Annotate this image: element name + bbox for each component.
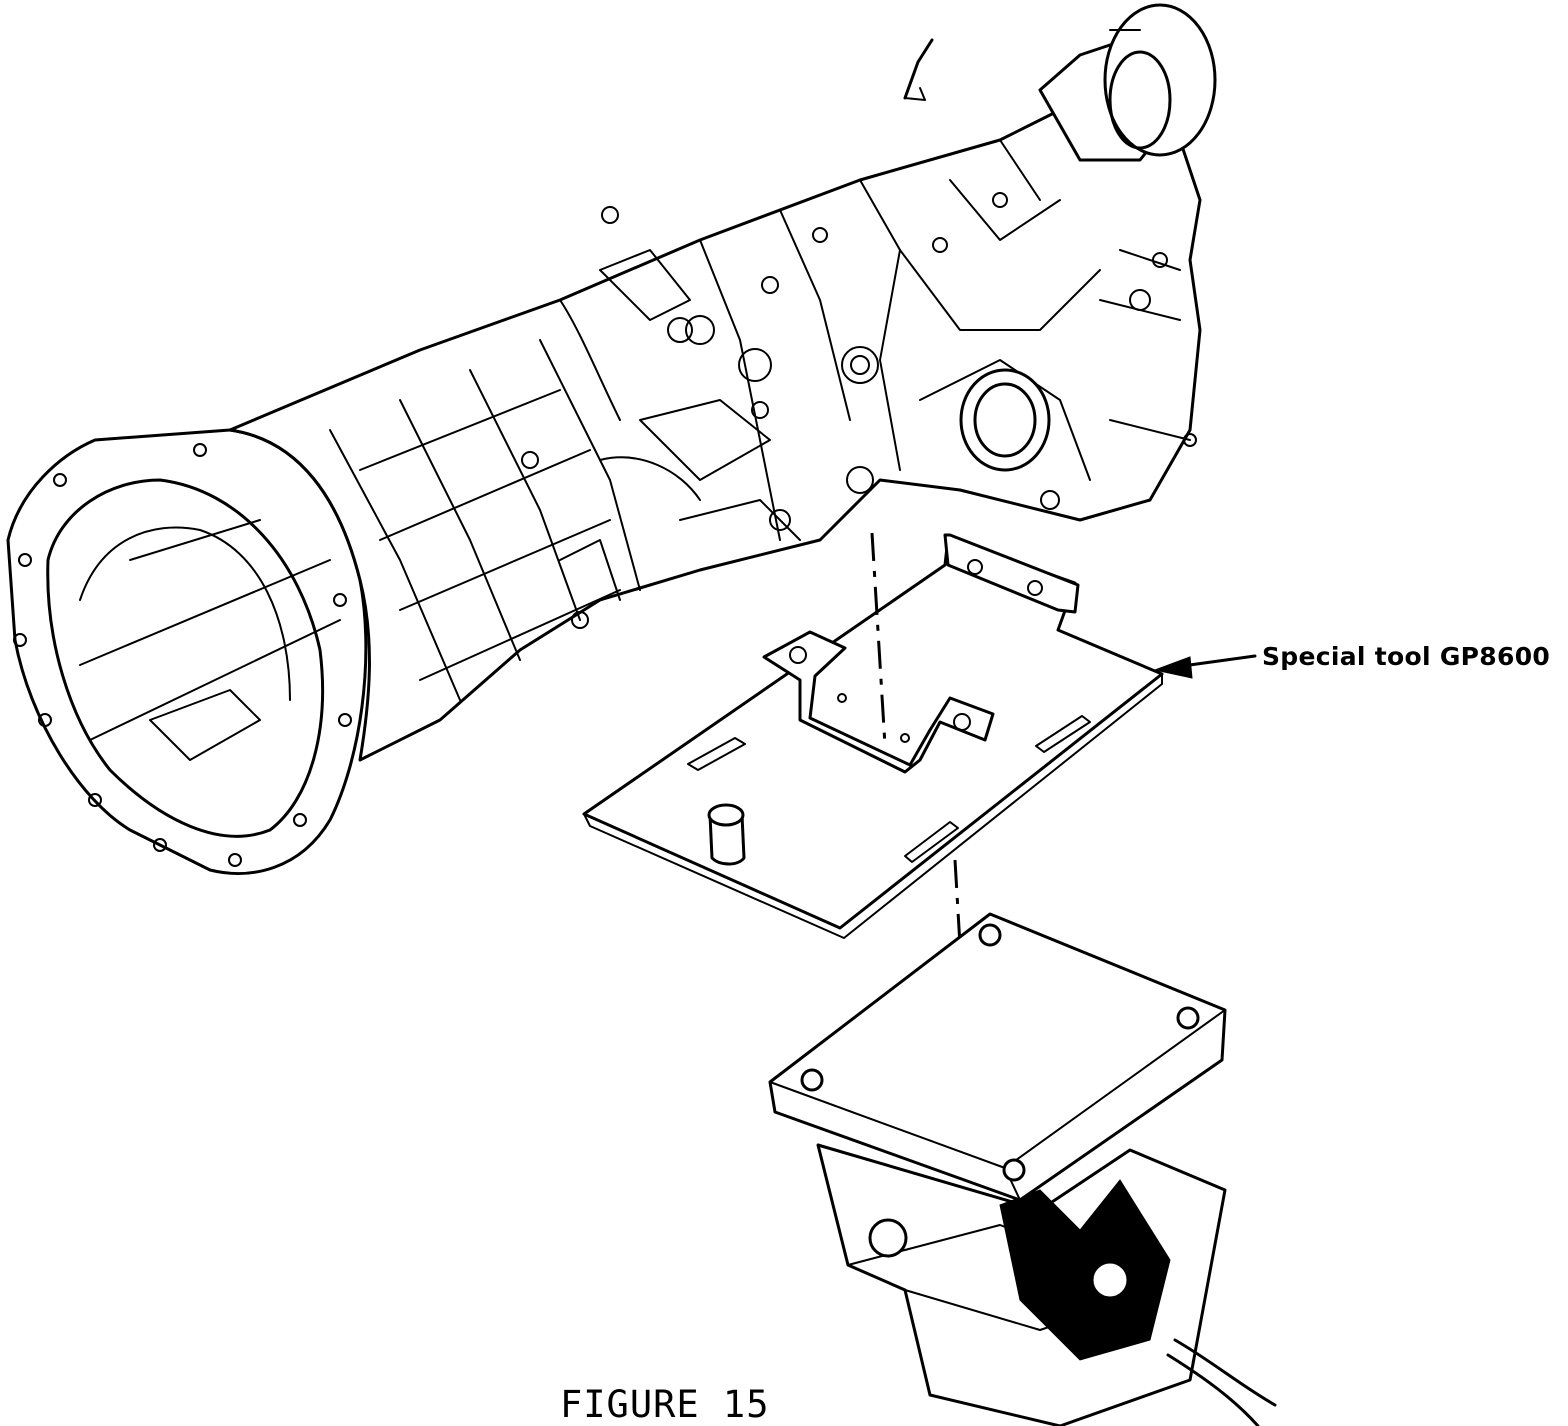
locating-pin [707,803,746,866]
transmission-jack-head [768,912,1277,1426]
case-ribs [329,139,1191,701]
breather-tube [903,38,934,100]
rear-output-yoke [1038,3,1217,162]
special-tool-plate [582,533,1164,939]
callout-label: Special tool GP8600 [1262,642,1551,671]
figure-caption: FIGURE 15 [560,1383,770,1426]
case-bolt-bosses [521,192,1197,629]
transmission-assembly [6,3,1217,875]
callout-leader [1153,654,1257,679]
output-seal [959,368,1051,472]
flange-bolt-holes [13,443,352,867]
